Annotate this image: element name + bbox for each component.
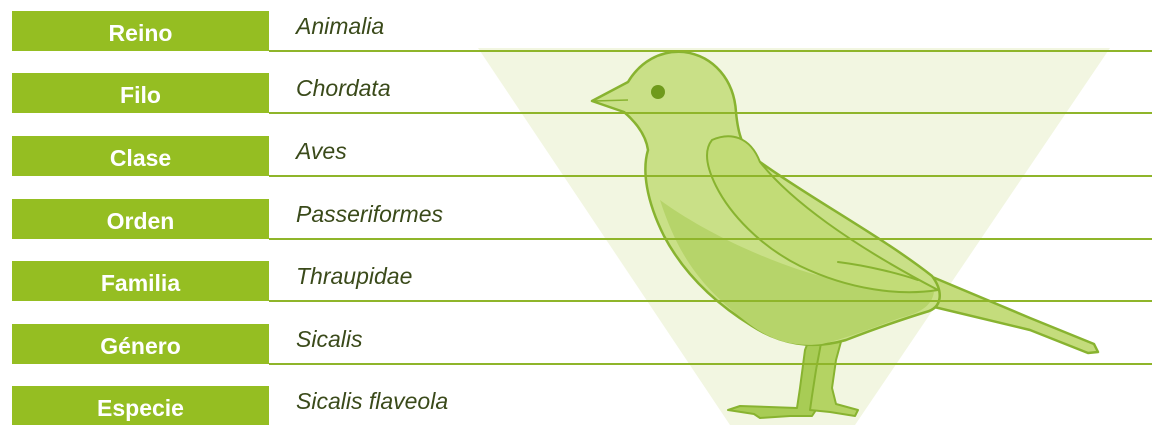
bird-eye-icon [651, 85, 665, 99]
rank-value-filo: Chordata [296, 75, 391, 101]
rank-value-familia: Thraupidae [296, 263, 413, 289]
rank-row-familia: Familia Thraupidae [0, 261, 1152, 302]
rank-row-orden: Orden Passeriformes [0, 199, 1152, 240]
bird-tail [928, 274, 1100, 355]
rank-divider [269, 363, 1152, 365]
rank-row-especie: Especie Sicalis flaveola [0, 386, 1152, 425]
rank-value-especie: Sicalis flaveola [296, 388, 449, 414]
rank-label-familia: Familia [12, 261, 269, 301]
rank-value-reino: Animalia [296, 13, 385, 39]
rank-divider [269, 300, 1152, 302]
rank-divider [269, 175, 1152, 177]
rank-row-clase: Clase Aves [0, 136, 1152, 177]
bird-belly-shade [660, 200, 934, 345]
rank-row-reino: Reino Animalia [0, 11, 1152, 52]
rank-label-filo: Filo [12, 73, 269, 113]
rank-value-orden: Passeriformes [296, 201, 443, 227]
bird-wing-feather-line [837, 261, 919, 281]
rank-row-filo: Filo Chordata [0, 73, 1152, 114]
rank-label-especie: Especie [12, 386, 269, 425]
bird-front-leg [809, 337, 859, 417]
rank-label-genero: Género [12, 324, 269, 364]
rank-value-clase: Aves [296, 138, 347, 164]
rank-label-orden: Orden [12, 199, 269, 239]
rank-divider [269, 112, 1152, 114]
bird-beak-line [593, 99, 629, 102]
rank-divider [269, 50, 1152, 52]
rank-divider [269, 238, 1152, 240]
rank-row-genero: Género Sicalis [0, 324, 1152, 365]
rank-label-reino: Reino [12, 11, 269, 51]
rank-value-genero: Sicalis [296, 326, 363, 352]
rank-label-clase: Clase [12, 136, 269, 176]
